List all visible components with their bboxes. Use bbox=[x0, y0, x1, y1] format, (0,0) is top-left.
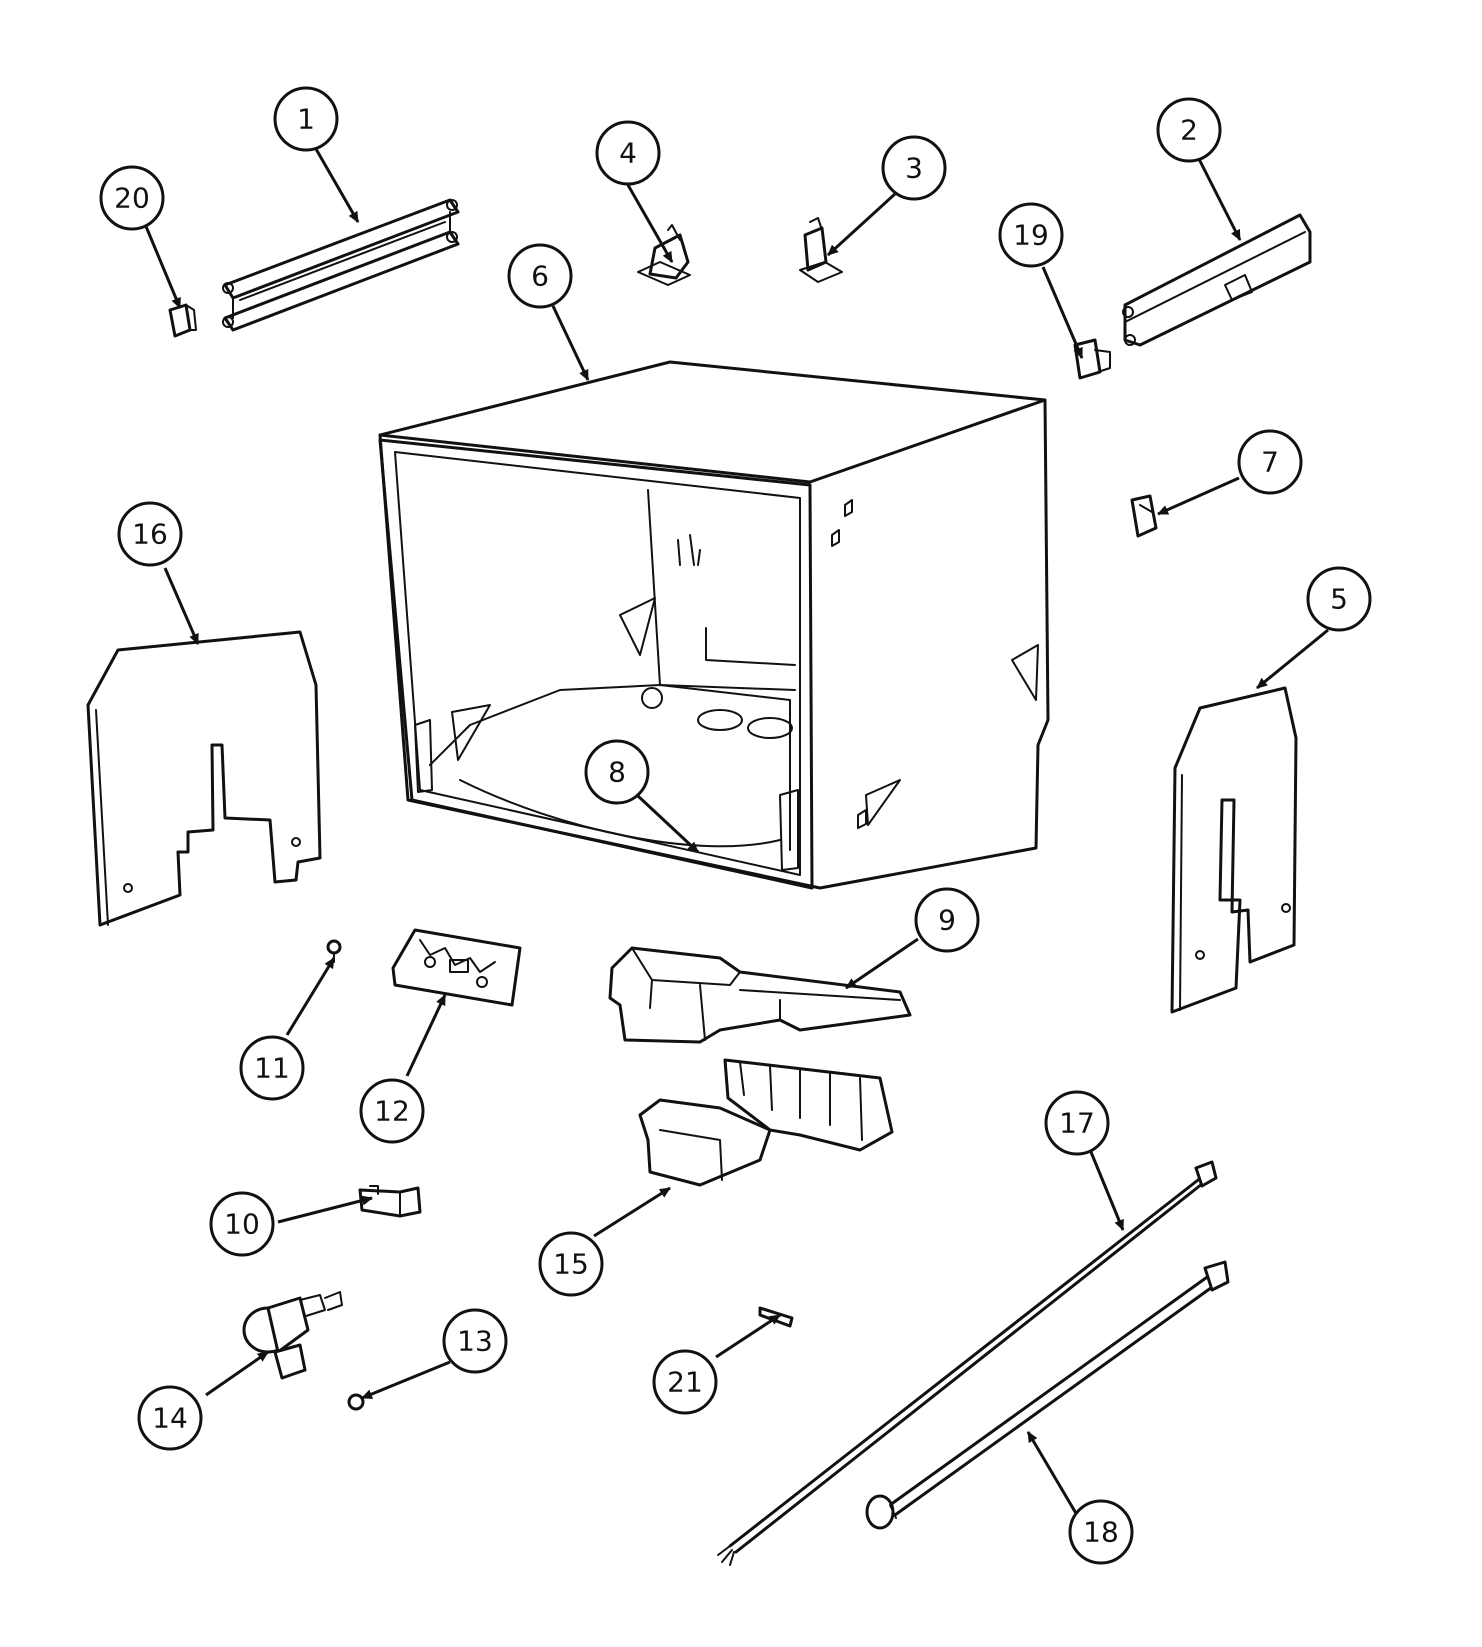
part-6-cabinet bbox=[378, 360, 1050, 890]
svg-text:5: 5 bbox=[1330, 583, 1348, 616]
svg-text:1: 1 bbox=[297, 103, 315, 136]
part-14-inlet-valve bbox=[242, 1291, 343, 1380]
svg-text:7: 7 bbox=[1261, 446, 1279, 479]
callout-15: 15 bbox=[538, 1231, 604, 1297]
svg-text:17: 17 bbox=[1059, 1107, 1095, 1140]
part-16-panel-left bbox=[86, 630, 322, 927]
part-5-panel-right bbox=[1170, 686, 1298, 1014]
callout-3: 3 bbox=[881, 135, 947, 201]
svg-text:11: 11 bbox=[254, 1052, 290, 1085]
part-7-bracket bbox=[1130, 494, 1158, 538]
part-4-bracket bbox=[637, 224, 691, 286]
svg-text:6: 6 bbox=[531, 260, 549, 293]
svg-text:14: 14 bbox=[152, 1402, 188, 1435]
svg-text:12: 12 bbox=[374, 1095, 410, 1128]
callout-18: 18 bbox=[1068, 1499, 1134, 1565]
callout-12: 12 bbox=[359, 1078, 425, 1144]
callout-17: 17 bbox=[1044, 1090, 1110, 1156]
callout-20: 20 bbox=[99, 165, 165, 231]
part-19-clip-right bbox=[1073, 338, 1111, 380]
svg-text:8: 8 bbox=[608, 756, 626, 789]
part-15-base-tray bbox=[638, 1058, 894, 1187]
svg-text:3: 3 bbox=[905, 152, 923, 185]
part-18-hose bbox=[865, 1260, 1230, 1530]
callout-6: 6 bbox=[507, 243, 573, 309]
svg-text:19: 19 bbox=[1013, 219, 1049, 252]
svg-text:4: 4 bbox=[619, 137, 637, 170]
svg-text:16: 16 bbox=[132, 518, 168, 551]
callout-8: 8 bbox=[584, 739, 650, 805]
svg-text:21: 21 bbox=[667, 1366, 703, 1399]
svg-text:13: 13 bbox=[457, 1325, 493, 1358]
svg-text:15: 15 bbox=[553, 1248, 589, 1281]
svg-text:2: 2 bbox=[1180, 114, 1198, 147]
svg-text:20: 20 bbox=[114, 182, 150, 215]
part-10-sensor bbox=[358, 1185, 422, 1218]
callout-10: 10 bbox=[209, 1191, 275, 1257]
callout-16: 16 bbox=[117, 501, 183, 567]
leader-lines bbox=[143, 148, 1329, 1516]
part-20-clip-left bbox=[168, 303, 197, 338]
part-2-rail-right bbox=[1122, 213, 1312, 347]
callout-11: 11 bbox=[239, 1035, 305, 1101]
callout-13: 13 bbox=[442, 1308, 508, 1374]
callout-1: 1 bbox=[273, 86, 339, 152]
part-9-housing bbox=[608, 946, 912, 1044]
part-13-nut bbox=[347, 1393, 365, 1411]
svg-text:18: 18 bbox=[1083, 1516, 1119, 1549]
part-12-control-board bbox=[391, 928, 522, 1007]
callout-9: 9 bbox=[914, 887, 980, 953]
part-17-cable bbox=[717, 1160, 1218, 1566]
callout-21: 21 bbox=[652, 1349, 718, 1415]
callout-19: 19 bbox=[998, 202, 1064, 268]
part-1-rail-left bbox=[222, 198, 460, 332]
part-3-bracket bbox=[799, 217, 843, 283]
svg-text:9: 9 bbox=[938, 904, 956, 937]
callout-4: 4 bbox=[595, 120, 661, 186]
callout-2: 2 bbox=[1156, 97, 1222, 163]
callout-5: 5 bbox=[1306, 566, 1372, 632]
svg-text:10: 10 bbox=[224, 1208, 260, 1241]
callout-14: 14 bbox=[137, 1385, 203, 1451]
callout-7: 7 bbox=[1237, 429, 1303, 495]
